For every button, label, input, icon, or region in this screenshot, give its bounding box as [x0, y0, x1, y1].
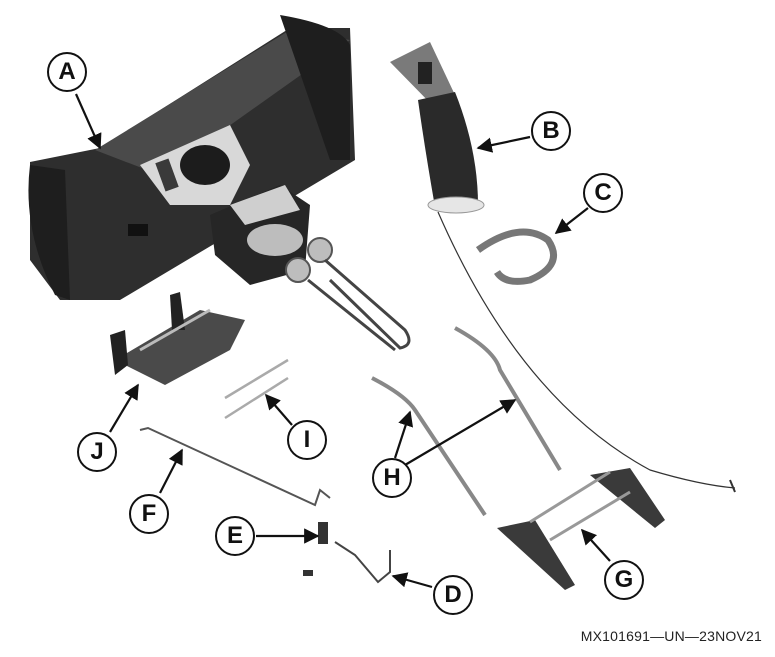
leader-arrows: [74, 93, 611, 589]
callout-f: F: [129, 494, 169, 534]
rod-part-f: [139, 426, 331, 507]
callout-a: A: [47, 52, 87, 92]
callout-c: C: [583, 173, 623, 213]
frame-part-g: [497, 468, 665, 590]
callout-g: G: [604, 560, 644, 600]
callout-e: E: [215, 516, 255, 556]
discharge-chute-part-b: [390, 42, 485, 214]
chute-control-cable: [437, 211, 736, 489]
retaining-ring-part-c: [475, 228, 557, 285]
callout-i: I: [287, 420, 327, 460]
callout-h: H: [372, 458, 412, 498]
callout-j: J: [77, 432, 117, 472]
callout-d: D: [433, 575, 473, 615]
mounting-bracket-part-j: [110, 292, 245, 385]
auger-housing-part-a: [28, 15, 411, 352]
latch-part-e: [303, 522, 328, 576]
spring-part-d: [334, 541, 391, 584]
pins-part-i: [224, 358, 289, 420]
handle-rods-part-h: [371, 326, 562, 517]
callout-b: B: [531, 111, 571, 151]
figure-caption: MX101691—UN—23NOV21: [580, 628, 762, 644]
